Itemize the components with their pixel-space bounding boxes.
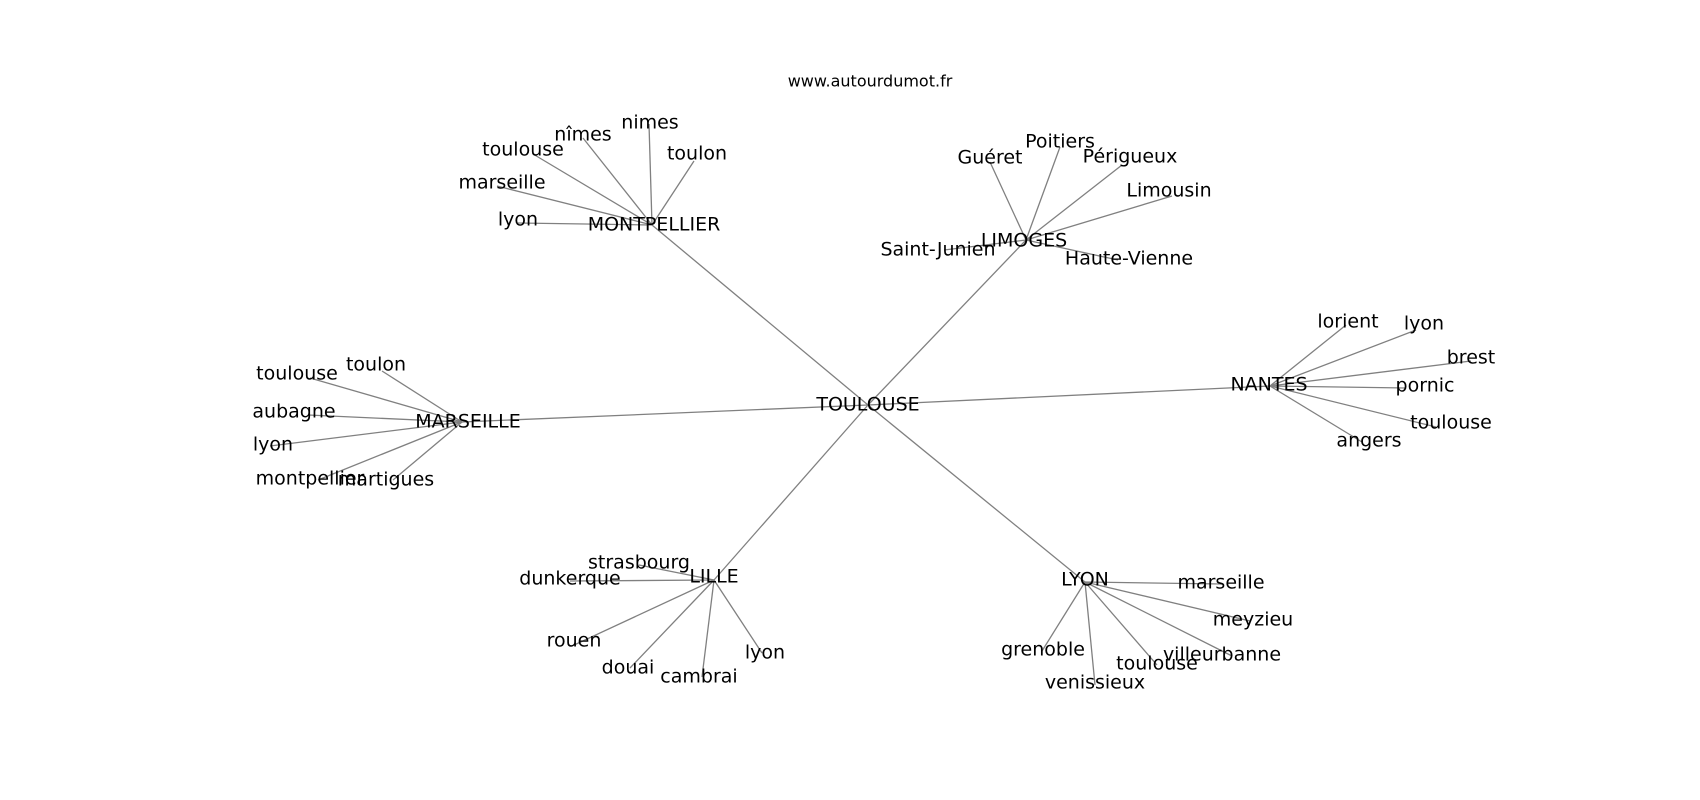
- node-label-leaf: Poitiers: [1025, 131, 1095, 153]
- edge-marseille-leaf: [392, 421, 463, 481]
- site-credit: www.autourdumot.fr: [788, 72, 953, 91]
- edge-lille-leaf: [713, 579, 763, 654]
- node-label-leaf: Haute-Vienne: [1065, 248, 1193, 270]
- node-label-leaf: pornic: [1396, 375, 1455, 397]
- edge-lille-leaf: [701, 579, 715, 678]
- node-labels: TOULOUSE MONTPELLIER lyon marseille toulouse…: [252, 112, 1495, 694]
- node-label-leaf: venissieux: [1045, 672, 1145, 694]
- edge-nantes-leaf: [1269, 385, 1437, 428]
- node-label-leaf: brest: [1447, 347, 1496, 369]
- node-label-leaf: Périgueux: [1083, 146, 1178, 168]
- edge-limoges-leaf: [943, 239, 1027, 251]
- edge-lille-leaf: [571, 579, 715, 647]
- node-label-leaf: Guéret: [958, 147, 1023, 169]
- edge-center-to-marseille: [461, 404, 869, 423]
- node-label-leaf: lyon: [745, 642, 785, 664]
- edge-center-to-lille: [713, 404, 869, 581]
- edge-limoges-leaf: [1025, 164, 1123, 241]
- node-label-leaf: grenoble: [1001, 639, 1085, 661]
- node-label-leaf: villeurbanne: [1163, 644, 1281, 666]
- edge-lyon-leaf: [1084, 581, 1233, 657]
- edge-nantes-leaf: [1269, 324, 1347, 387]
- edge-marseille-leaf: [307, 414, 463, 423]
- edge-center-to-montpellier: [651, 224, 869, 406]
- node-label-leaf: dunkerque: [519, 568, 620, 590]
- node-label-leaf: strasbourg: [588, 552, 690, 574]
- edge-lille-leaf: [638, 564, 715, 581]
- edge-montpellier-leaf: [517, 222, 653, 226]
- node-label-leaf: Limousin: [1126, 180, 1211, 202]
- node-label-leaf: cambrai: [660, 666, 737, 688]
- edge-montpellier-leaf: [651, 160, 695, 226]
- edge-limoges-leaf: [1025, 239, 1119, 261]
- edge-limoges-leaf: [1025, 146, 1061, 241]
- edge-marseille-leaf: [269, 421, 463, 447]
- node-label-leaf: Saint-Junien: [880, 239, 995, 261]
- node-label-leaf: toulon: [667, 143, 727, 165]
- node-label-leaf: montpellier: [256, 468, 365, 490]
- node-label-leaf: nimes: [621, 112, 678, 134]
- node-label-hub: LYON: [1061, 569, 1109, 591]
- node-label-leaf: toulouse: [1410, 412, 1492, 434]
- edge-limoges-leaf: [1025, 195, 1173, 241]
- edge-montpellier-leaf: [648, 123, 653, 226]
- node-label-leaf: toulouse: [1116, 653, 1198, 675]
- node-label-leaf: marseille: [1177, 572, 1264, 594]
- edge-nantes-leaf: [1269, 385, 1363, 443]
- edge-center-to-limoges: [867, 239, 1027, 406]
- node-label-leaf: aubagne: [252, 401, 335, 423]
- node-label-hub: MONTPELLIER: [588, 214, 721, 236]
- edges: [269, 123, 1472, 686]
- node-label-leaf: rouen: [547, 630, 602, 652]
- node-label-leaf: lyon: [1404, 313, 1444, 335]
- edge-marseille-leaf: [317, 421, 463, 481]
- node-label-leaf: toulouse: [256, 363, 338, 385]
- edge-montpellier-leaf: [582, 137, 653, 226]
- edge-center-to-lyon: [867, 404, 1086, 583]
- node-label-hub: MARSEILLE: [415, 411, 520, 433]
- node-label-leaf: lyon: [253, 434, 293, 456]
- edge-lille-leaf: [569, 579, 715, 582]
- node-label-hub: LIMOGES: [981, 230, 1067, 252]
- edge-lyon-leaf: [1084, 581, 1158, 666]
- edge-marseille-leaf: [309, 377, 463, 423]
- node-label-leaf: toulouse: [482, 139, 564, 161]
- node-label-leaf: angers: [1336, 430, 1401, 452]
- edge-montpellier-leaf: [496, 185, 653, 226]
- edge-lyon-leaf: [1084, 581, 1251, 622]
- edge-nantes-leaf: [1269, 385, 1407, 389]
- edge-lille-leaf: [629, 579, 715, 669]
- edge-lyon-leaf: [1084, 581, 1096, 686]
- node-label-hub: LILLE: [689, 566, 738, 588]
- node-label-leaf: toulon: [346, 354, 406, 376]
- edge-center-to-nantes: [867, 385, 1271, 406]
- edge-lyon-leaf: [1041, 581, 1086, 652]
- node-label-leaf: nîmes: [554, 124, 611, 146]
- node-label-leaf: lorient: [1317, 311, 1378, 333]
- edge-nantes-leaf: [1269, 360, 1472, 387]
- node-label-leaf: douai: [602, 657, 655, 679]
- node-label-center: TOULOUSE: [815, 394, 919, 416]
- edge-nantes-leaf: [1269, 329, 1417, 387]
- node-label-leaf: marseille: [458, 172, 545, 194]
- node-label-leaf: lyon: [498, 209, 538, 231]
- edge-montpellier-leaf: [532, 153, 653, 226]
- node-label-leaf: meyzieu: [1213, 609, 1293, 631]
- node-label-hub: NANTES: [1230, 374, 1307, 396]
- edge-lyon-leaf: [1084, 581, 1223, 585]
- edge-marseille-leaf: [381, 370, 463, 423]
- edge-limoges-leaf: [989, 161, 1027, 241]
- node-label-leaf: martigues: [338, 469, 434, 491]
